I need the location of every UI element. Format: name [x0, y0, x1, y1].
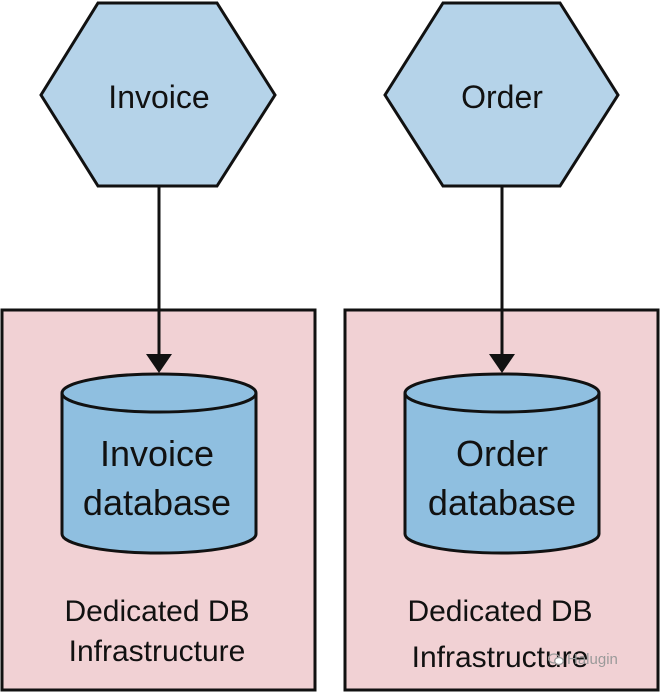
infrastructure-label-line2: Infrastructure — [69, 635, 246, 668]
arrowhead — [489, 354, 515, 373]
watermark-text: Halugin — [567, 651, 618, 668]
invoice-column: Invoice Invoice database Dedicated DB In… — [0, 1, 317, 692]
infrastructure-label-line1: Dedicated DB — [64, 595, 249, 628]
database-label-line2: database — [428, 482, 576, 523]
chat-bubble-icon — [547, 653, 564, 666]
watermark: Halugin — [547, 651, 618, 668]
service-label: Order — [461, 79, 543, 115]
database-label-line1: Invoice — [100, 433, 214, 474]
arrowhead — [146, 354, 172, 373]
order-column: Order Order database Dedicated DB Infras… — [343, 1, 660, 692]
service-hexagon — [39, 1, 277, 188]
infrastructure-label-line1: Dedicated DB — [407, 595, 592, 628]
database-label-line2: database — [83, 482, 231, 523]
database-cylinder — [60, 372, 258, 555]
database-label-line1: Order — [456, 433, 548, 474]
database-cylinder — [403, 372, 601, 555]
service-hexagon — [383, 1, 620, 188]
service-label: Invoice — [108, 79, 209, 115]
